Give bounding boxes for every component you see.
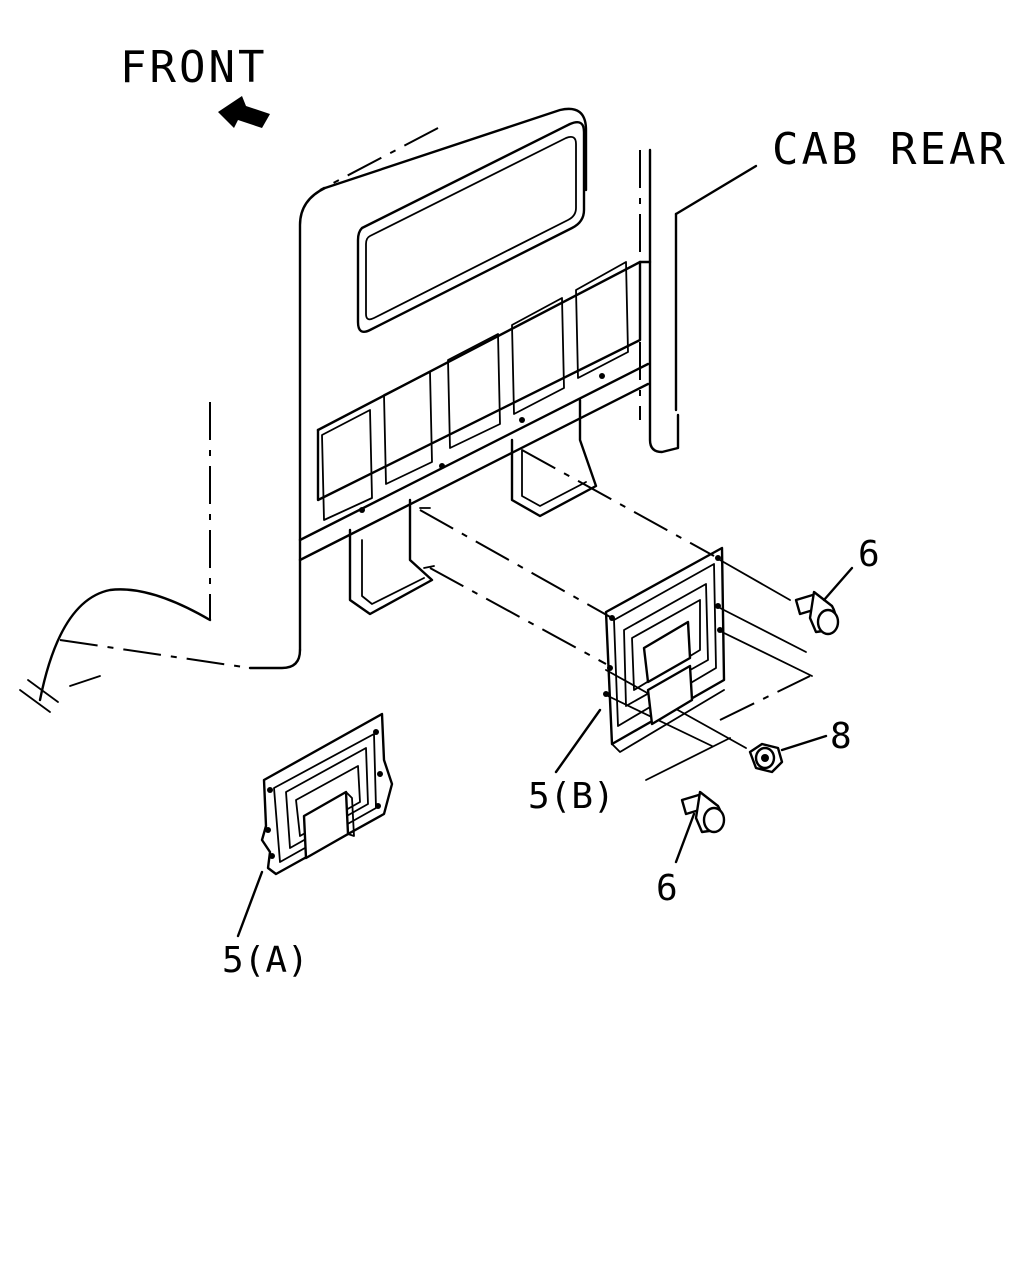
controller-unit-b [603,546,726,753]
cab-rear-label: CAB REAR [772,124,1008,175]
part-b-label: 5(B) [528,776,615,817]
bolt-bottom-leader [674,812,696,864]
mounting-guide-lines [419,449,813,781]
nut-label: 8 [830,716,852,757]
cab-rear-leader [674,164,758,216]
nut-leader [780,734,828,752]
bolt-top-label: 6 [858,534,880,575]
part-a-label: 5(A) [222,940,309,981]
front-label: FRONT [120,42,267,93]
front-arrow-icon [218,96,270,128]
nut-icon [748,742,784,774]
bolt-top-leader [822,566,854,602]
bolt-bottom-icon [680,790,726,834]
cab-rear-panel [19,107,680,713]
part-a-leader [236,870,264,938]
bolt-bottom-label: 6 [656,868,678,909]
bolt-top-icon [794,590,840,636]
controller-unit-a [260,712,394,876]
part-b-leader [554,708,602,774]
